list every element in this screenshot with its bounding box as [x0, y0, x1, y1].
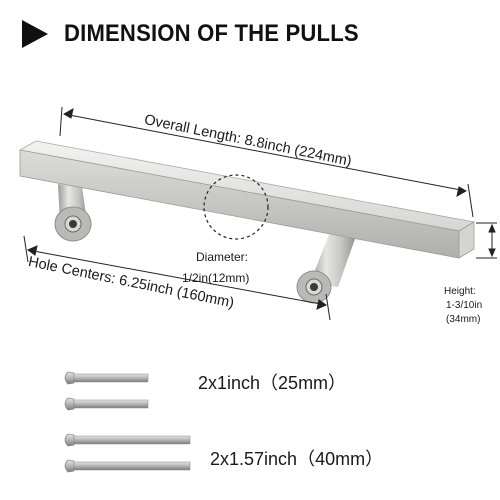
height-label: Height:	[444, 286, 476, 297]
overall-length-dimension	[59, 106, 474, 218]
diameter-indicator	[203, 174, 269, 240]
left-post	[54, 184, 92, 242]
screw-long-2	[64, 459, 191, 473]
diameter-value: 1/2in(12mm)	[182, 271, 250, 285]
play-arrow-icon	[22, 20, 48, 48]
screw-short-1	[64, 371, 149, 385]
height-value: 1-3/10in	[446, 300, 483, 311]
pull-bar	[18, 140, 476, 259]
page-title: DIMENSION OF THE PULLS	[64, 20, 359, 47]
height-dimension	[476, 222, 497, 259]
screw-long-1	[64, 433, 191, 447]
header: DIMENSION OF THE PULLS	[22, 14, 384, 54]
hole-centers-dimension	[23, 235, 331, 321]
screw-short-2	[64, 397, 149, 411]
screw-size-short-label: 2x1inch（25mm）	[198, 373, 347, 393]
right-post	[296, 232, 356, 304]
diameter-label: Diameter:	[196, 250, 249, 264]
height-mm-value: (34mm)	[446, 314, 481, 325]
screw-size-long-label: 2x1.57inch（40mm）	[210, 449, 384, 469]
